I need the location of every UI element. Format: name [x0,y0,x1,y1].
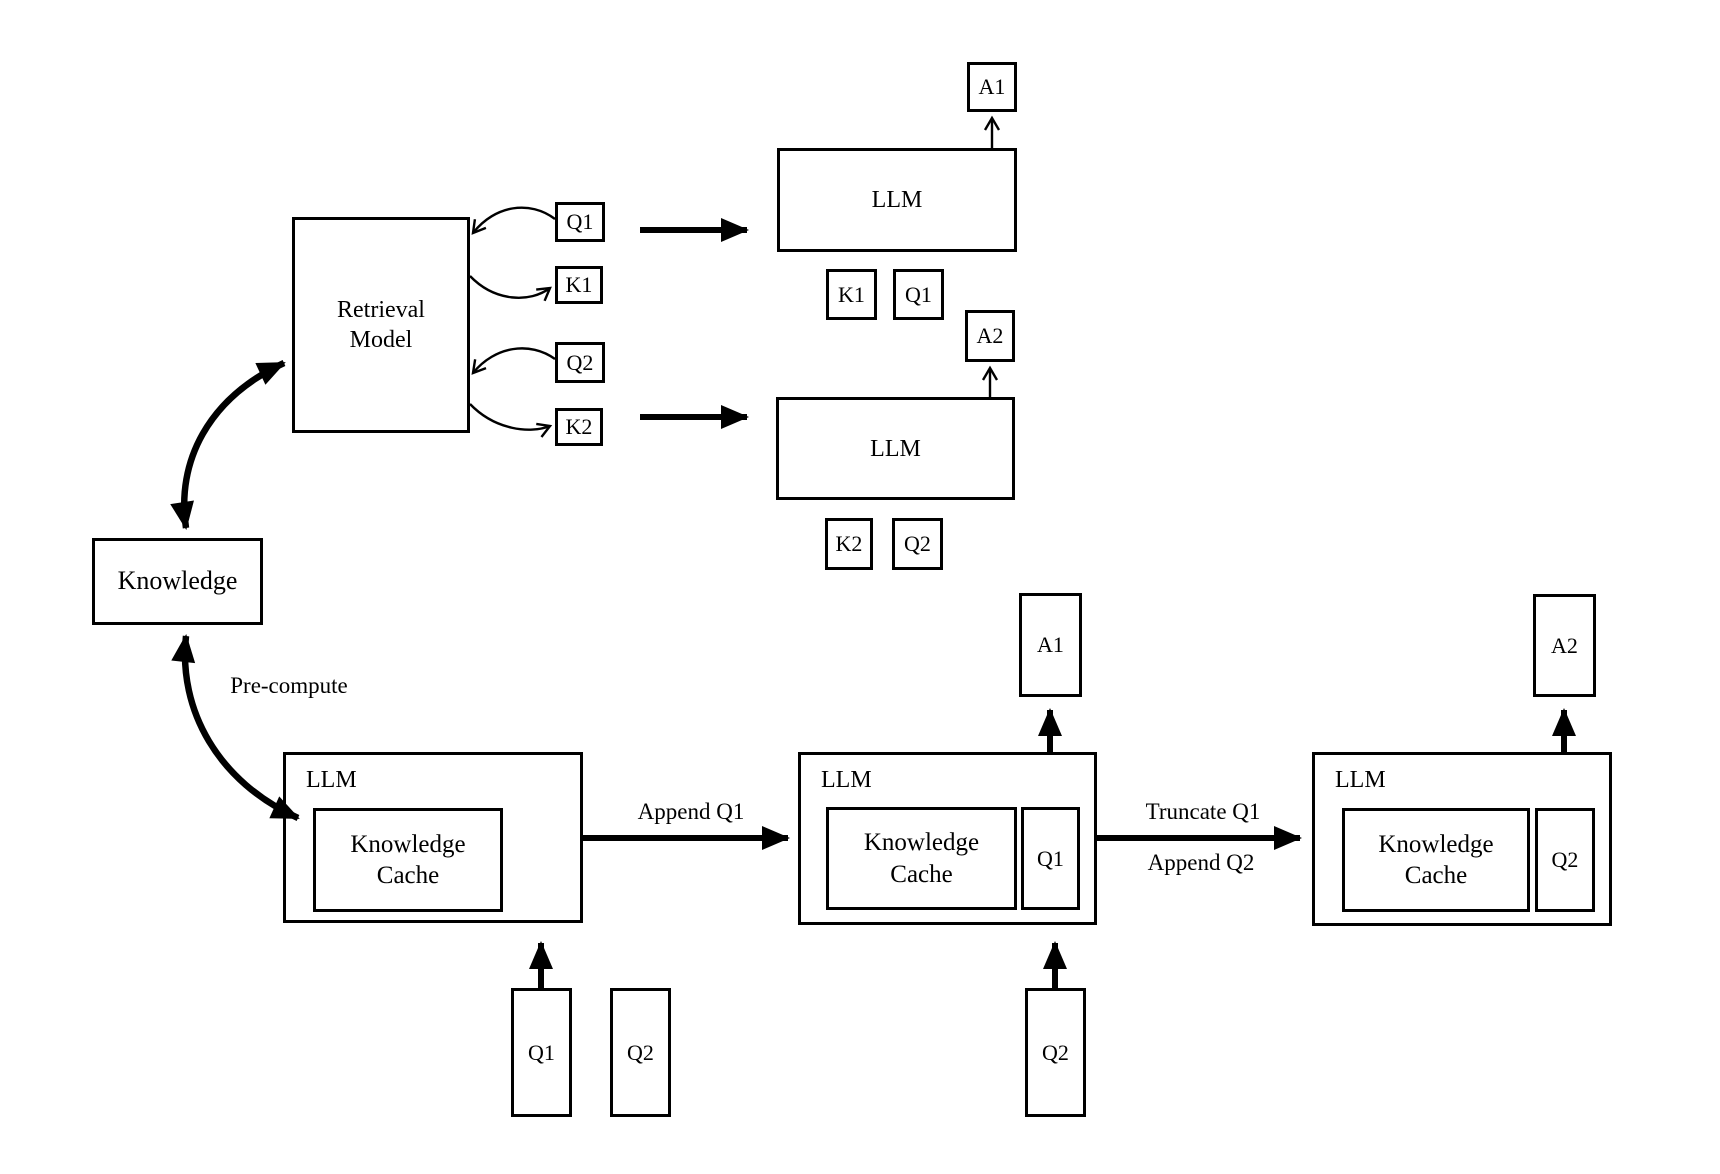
cag-answer2-box: A2 [1533,594,1596,697]
cag-cache3-q2-chip: Q2 [1535,808,1595,912]
precompute-label: Pre-compute [230,673,348,698]
rag-kv1-q-box: Q1 [893,269,944,320]
cag-llm1-label: LLM [306,767,357,793]
append-q2-label: Append Q2 [1147,850,1255,875]
arrow-knowledge-precompute-llm [171,634,300,821]
truncate-q1-label: Truncate Q1 [1145,799,1261,824]
append-q1-label: Append Q1 [637,799,745,824]
arrow-knowledge-retrieval [170,360,286,530]
cag-llm2-label: LLM [821,767,872,793]
rag-kv1-k-box: K1 [826,269,877,320]
cag-input-q1-box: Q1 [511,988,572,1117]
cag-cache2-q1-chip: Q1 [1021,807,1080,910]
kv-chip-k1: K1 [555,266,603,304]
cag-input2-q2-box: Q2 [1025,988,1086,1117]
cag-cache1-box: Knowledge Cache [313,808,503,912]
arrow-retrieval-to-k1 [469,275,552,302]
retrieval-model-box: Retrieval Model [292,217,470,433]
kv-chip-k2: K2 [555,408,603,446]
cag-input-q2-box: Q2 [610,988,671,1117]
rag-answer2-box: A2 [965,310,1015,362]
arrow-q2-to-retrieval [471,347,556,375]
arrow-q1-to-retrieval [471,206,556,235]
rag-llm2-box: LLM [776,397,1015,500]
query-chip-q2: Q2 [555,342,605,383]
cag-answer1-box: A1 [1019,593,1082,697]
cag-llm3-label: LLM [1335,767,1386,793]
rag-answer1-box: A1 [967,62,1017,112]
query-chip-q1: Q1 [555,202,605,242]
rag-llm1-box: LLM [777,148,1017,252]
rag-kv2-q-box: Q2 [892,518,943,570]
knowledge-box: Knowledge [92,538,263,625]
cag-cache2-box: Knowledge Cache [826,807,1017,910]
arrow-retrieval-to-k2 [469,403,553,438]
cag-cache3-box: Knowledge Cache [1342,808,1530,912]
rag-kv2-k-box: K2 [825,518,873,570]
